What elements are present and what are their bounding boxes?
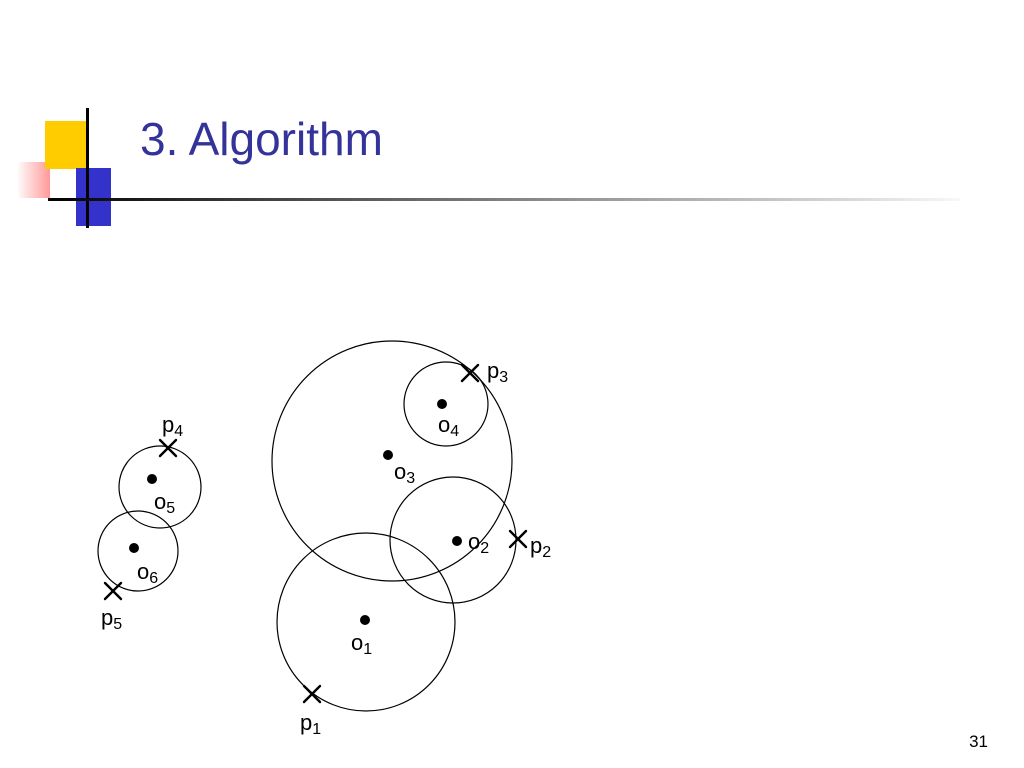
range-circle-o4 bbox=[403, 361, 489, 447]
object-label-o6: o6 bbox=[137, 559, 158, 587]
query-label-p1: p1 bbox=[300, 710, 321, 738]
query-label-p5: p5 bbox=[101, 605, 122, 633]
object-dot-o5 bbox=[147, 474, 157, 484]
range-circle-o6 bbox=[97, 510, 179, 592]
decoration-horizontal-rule bbox=[48, 198, 960, 201]
slide-title: 3. Algorithm bbox=[140, 113, 383, 165]
decoration-vertical-line bbox=[86, 108, 89, 228]
range-circle-o5 bbox=[118, 445, 202, 529]
query-cross-p5 bbox=[103, 581, 123, 601]
range-circle-o3 bbox=[271, 340, 513, 582]
object-label-o4: o4 bbox=[438, 412, 459, 440]
object-label-o5: o5 bbox=[154, 489, 175, 517]
object-label-o3: o3 bbox=[394, 459, 415, 487]
query-cross-p2 bbox=[508, 529, 528, 549]
query-cross-p1 bbox=[302, 684, 322, 704]
object-dot-o2 bbox=[452, 536, 462, 546]
object-label-o2: o2 bbox=[468, 529, 489, 557]
object-label-o1: o1 bbox=[351, 630, 372, 658]
query-cross-p4 bbox=[158, 438, 178, 458]
object-dot-o6 bbox=[129, 543, 139, 553]
object-dot-o1 bbox=[360, 615, 370, 625]
query-cross-p3 bbox=[460, 363, 480, 383]
query-label-p3: p3 bbox=[487, 358, 508, 386]
query-label-p2: p2 bbox=[530, 533, 551, 561]
decoration-yellow-square bbox=[45, 121, 89, 169]
object-dot-o3 bbox=[383, 450, 393, 460]
decoration-pink-square bbox=[18, 162, 50, 198]
decoration-blue-square bbox=[76, 168, 111, 226]
range-circle-o1 bbox=[276, 532, 456, 712]
page-number: 31 bbox=[969, 732, 988, 751]
object-dot-o4 bbox=[437, 399, 447, 409]
query-label-p4: p4 bbox=[162, 412, 183, 440]
